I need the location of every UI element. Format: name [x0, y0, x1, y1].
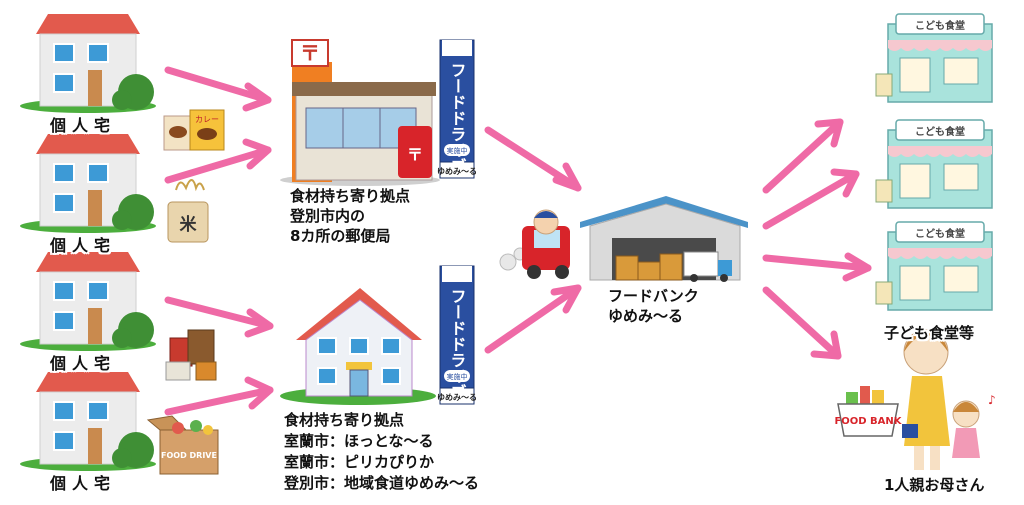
canned-food-icon — [165, 329, 217, 381]
mother-and-child-icon: ♪ — [902, 329, 996, 470]
arrow-house3-to-homehub — [164, 296, 274, 338]
food-drive-box-text: FOOD DRIVE — [161, 451, 217, 460]
food-bank-line-2: ゆめみ～る — [608, 307, 684, 325]
house-label: 個人宅 — [50, 474, 117, 493]
food-bank-line-1: フードバンク — [608, 287, 699, 305]
house-label: 個人宅 — [50, 116, 117, 135]
post-office-line-2: 登別市内の — [290, 207, 366, 225]
cafeteria-icon: こども食堂 — [875, 221, 993, 311]
cafeteria-icon: こども食堂 — [875, 119, 993, 209]
banner-text: フードドライブ — [448, 288, 467, 400]
svg-text:♪: ♪ — [988, 393, 996, 407]
post-office-caption: 食材持ち寄り拠点 登別市内の 8カ所の郵便局 — [290, 186, 410, 246]
banner-text: フードドライブ — [448, 62, 467, 174]
arrow-foodbank-to-family — [762, 286, 842, 360]
svg-text:〒: 〒 — [300, 41, 320, 65]
house-icon — [19, 13, 157, 114]
arrow-foodbank-to-cafe3 — [762, 252, 872, 282]
home-hub-line-2: 室蘭市：ほっとな～る — [284, 432, 434, 450]
arrow-foodbank-to-cafe2 — [762, 168, 860, 230]
home-hub-caption: 食材持ち寄り拠点 室蘭市：ほっとな～る 室蘭市：ピリカぴりか 登別市：地域食道ゆ… — [284, 410, 479, 494]
cafeteria-sign: こども食堂 — [915, 19, 965, 32]
banner-footer: ゆめみ～る — [437, 167, 477, 176]
banner-badge: 実施中 — [447, 372, 468, 381]
food-drive-box-icon: FOOD DRIVE — [146, 415, 219, 475]
home-hub-line-1: 食材持ち寄り拠点 — [284, 411, 405, 429]
cafeteria-caption: 子ども食堂等 — [884, 324, 975, 342]
food-bank-basket-icon: FOOD BANK — [834, 386, 903, 437]
food-bank-caption: フードバンク ゆめみ～る — [608, 286, 699, 326]
post-office-icon: 〒 〒 — [280, 39, 440, 186]
delivery-truck-icon — [499, 209, 570, 279]
house-icon — [19, 251, 157, 352]
home-hub-line-3: 室蘭市：ピリカぴりか — [284, 453, 435, 471]
banner-badge: 実施中 — [447, 146, 468, 155]
arrow-homehub-to-foodbank — [484, 284, 582, 354]
curry-packet-icon: カレー — [163, 109, 225, 151]
curry-label: カレー — [195, 115, 219, 124]
rice-bag-icon: 米 — [167, 179, 209, 243]
arrow-house2-to-postoffice — [164, 138, 272, 184]
post-office-line-1: 食材持ち寄り拠点 — [290, 187, 411, 205]
post-office-line-3: 8カ所の郵便局 — [290, 227, 391, 245]
house-label: 個人宅 — [50, 236, 117, 255]
rice-label: 米 — [180, 214, 198, 235]
warehouse-icon — [580, 196, 748, 282]
food-bank-basket-text: FOOD BANK — [834, 416, 902, 427]
house-label: 個人宅 — [50, 354, 117, 373]
family-caption: 1人親お母さん — [884, 476, 985, 494]
banner-footer: ゆめみ～る — [437, 393, 477, 402]
home-hub-line-4: 登別市：地域食道ゆめみ～る — [284, 474, 480, 492]
arrow-foodbank-to-cafe1 — [762, 118, 844, 194]
food-drive-banner: フードドライブ 実施中 ゆめみ～る — [437, 265, 477, 405]
cafeteria-sign: こども食堂 — [915, 227, 965, 240]
food-drive-banner: フードドライブ 実施中 ゆめみ～る — [437, 39, 477, 179]
arrow-postoffice-to-foodbank — [484, 126, 582, 192]
hub-house-icon — [280, 288, 436, 405]
arrow-house1-to-postoffice — [164, 66, 272, 112]
arrow-house4-to-homehub — [164, 376, 274, 416]
house-icon — [19, 133, 157, 234]
svg-text:〒: 〒 — [407, 145, 423, 164]
house-icon — [19, 371, 157, 472]
cafeteria-icon: こども食堂 — [875, 13, 993, 103]
cafeteria-sign: こども食堂 — [915, 125, 965, 138]
flow-arrows — [164, 66, 872, 416]
